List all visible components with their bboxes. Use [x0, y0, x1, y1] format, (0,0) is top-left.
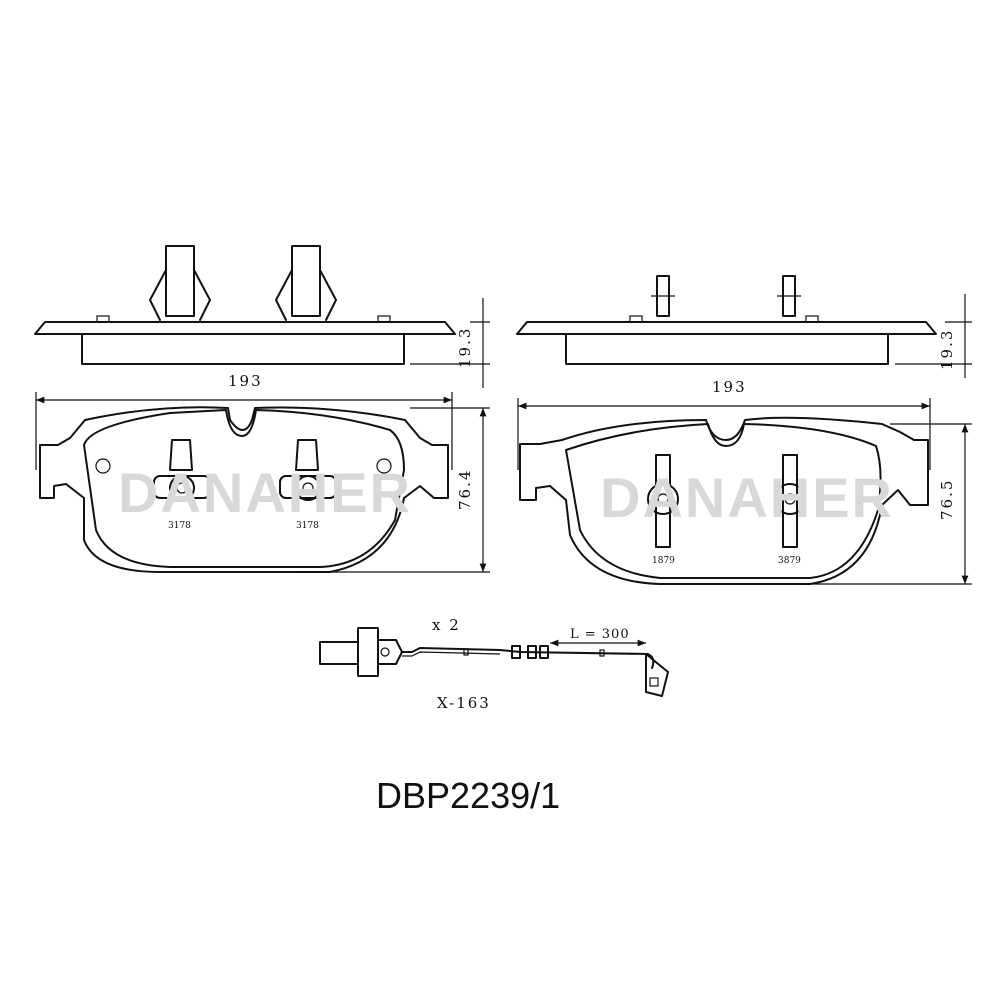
left-height-label: 76.4	[456, 469, 474, 510]
wear-sensor-drawing: x 2 L = 300 X-163	[319, 616, 669, 712]
right-height-label: 76.5	[938, 479, 956, 520]
right-watermark: DANAHER	[600, 466, 894, 529]
right-pad-front-view: 193 1879 3879 DANAHER 76.5	[517, 378, 972, 585]
right-thickness-label: 19.3	[938, 329, 956, 370]
right-width-label: 193	[712, 378, 747, 396]
right-sensor-label-2: 3879	[778, 556, 801, 566]
left-pad-side-view: 19.3	[34, 245, 490, 388]
left-pad-front-view: 193 3178 3178 DANAHER 76.4	[35, 372, 490, 573]
left-sensor-mount	[153, 439, 211, 501]
left-pad-clip	[149, 245, 211, 321]
right-pad-side-view: 19.3	[516, 275, 972, 378]
right-pad-pin	[777, 275, 801, 317]
left-sensor-mount	[279, 439, 337, 501]
right-pad-pin	[651, 275, 675, 317]
left-watermark: DANAHER	[118, 461, 412, 524]
sensor-length-label: L = 300	[570, 627, 630, 642]
right-sensor-label-1: 1879	[652, 556, 675, 566]
left-sensor-label-2: 3178	[296, 521, 319, 531]
sensor-code-label: X-163	[437, 694, 491, 712]
right-sensor-mount	[774, 454, 806, 548]
part-number: DBP2239/1	[376, 775, 560, 816]
right-sensor-mount	[647, 454, 679, 548]
left-sensor-label-1: 3178	[168, 521, 191, 531]
left-width-label: 193	[228, 372, 263, 390]
left-thickness-label: 19.3	[456, 327, 474, 368]
sensor-quantity-label: x 2	[432, 616, 461, 634]
left-pad-clip	[275, 245, 337, 321]
